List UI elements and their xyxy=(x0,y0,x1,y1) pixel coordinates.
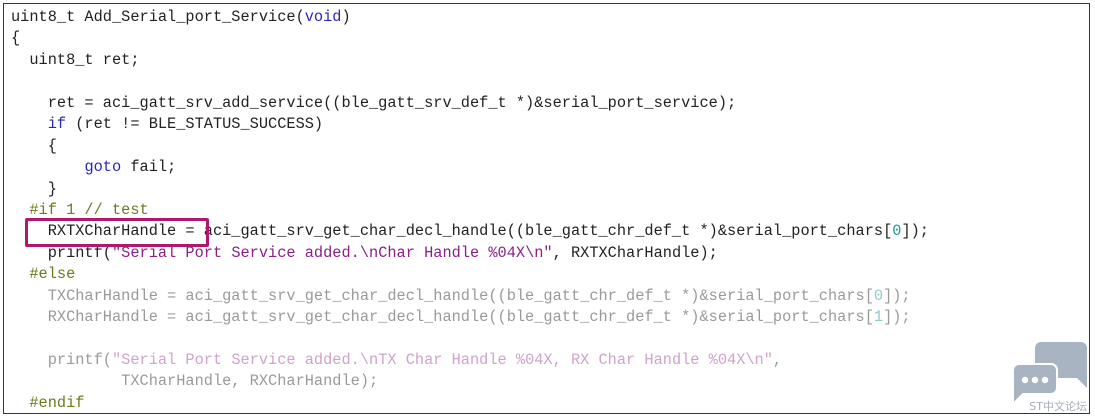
code-token: goto xyxy=(84,158,122,177)
code-token: RXTXCharHandle = aci_gatt_srv_get_char_d… xyxy=(11,222,893,241)
watermark-text: ST中文论坛 xyxy=(1029,400,1087,413)
code-token: } xyxy=(11,179,57,198)
code-line: goto fail; xyxy=(11,157,929,178)
code-token: ) xyxy=(341,8,351,26)
code-token: #if 1 // test xyxy=(11,200,149,219)
code-token: TXCharHandle = aci_gatt_srv_get_char_dec… xyxy=(11,286,874,305)
code-line: #endif xyxy=(11,393,929,414)
code-line: uint8_t ret; xyxy=(11,50,929,71)
code-token: , RXTXCharHandle); xyxy=(552,243,718,262)
code-token: TXCharHandle, RXCharHandle); xyxy=(11,372,379,391)
code-token: printf( xyxy=(11,351,112,369)
code-listing: uint8_t Add_Serial_port_Service(void){ u… xyxy=(11,7,929,414)
highlight-box-rxtxcharhandle xyxy=(25,218,209,247)
code-token: fail; xyxy=(121,158,177,177)
code-line: TXCharHandle, RXCharHandle); xyxy=(11,371,929,392)
code-token: { xyxy=(11,29,21,48)
code-token: (ret != BLE_STATUS_SUCCESS) xyxy=(66,115,324,134)
chat-bubbles-icon xyxy=(1012,342,1087,407)
code-token: ret = aci_gatt_srv_add_service((ble_gatt… xyxy=(11,93,737,112)
code-token xyxy=(11,158,84,176)
code-line: printf("Serial Port Service added.\nChar… xyxy=(11,243,929,264)
code-token: ]); xyxy=(883,308,911,327)
code-token: #endif xyxy=(11,393,85,412)
code-token: RXCharHandle = aci_gatt_srv_get_char_dec… xyxy=(11,308,874,327)
code-token: , xyxy=(772,351,783,369)
code-line: TXCharHandle = aci_gatt_srv_get_char_dec… xyxy=(11,286,929,307)
code-token: 0 xyxy=(892,222,902,241)
code-token xyxy=(11,115,48,133)
code-token: void xyxy=(304,8,342,26)
code-token: 0 xyxy=(873,286,884,305)
code-token: ]); xyxy=(883,286,911,305)
code-token: #else xyxy=(11,265,76,284)
code-token: 1 xyxy=(873,308,884,327)
code-line: #else xyxy=(11,264,929,285)
code-line: #if 1 // test xyxy=(11,200,929,221)
code-line: } xyxy=(11,179,929,200)
code-line: ret = aci_gatt_srv_add_service((ble_gatt… xyxy=(11,93,929,114)
code-line xyxy=(11,329,929,350)
code-line: { xyxy=(11,136,929,157)
code-token: uint8_t ret; xyxy=(11,50,140,69)
code-token: uint8_t Add_Serial_port_Service( xyxy=(11,8,305,26)
code-panel: uint8_t Add_Serial_port_Service(void){ u… xyxy=(3,3,1090,414)
code-line: { xyxy=(11,28,929,49)
code-token: "Serial Port Service added.\nChar Handle… xyxy=(111,243,553,262)
code-token: { xyxy=(11,136,57,155)
code-line: uint8_t Add_Serial_port_Service(void) xyxy=(11,7,929,28)
code-token: if xyxy=(47,115,67,134)
code-line: printf("Serial Port Service added.\nTX C… xyxy=(11,350,929,371)
code-token: "Serial Port Service added.\nTX Char Han… xyxy=(111,351,773,369)
code-token: ]); xyxy=(901,222,929,241)
code-line xyxy=(11,71,929,92)
code-line: RXCharHandle = aci_gatt_srv_get_char_dec… xyxy=(11,307,929,328)
code-token: printf( xyxy=(11,243,112,262)
code-line: if (ret != BLE_STATUS_SUCCESS) xyxy=(11,114,929,135)
code-line: RXTXCharHandle = aci_gatt_srv_get_char_d… xyxy=(11,221,929,242)
